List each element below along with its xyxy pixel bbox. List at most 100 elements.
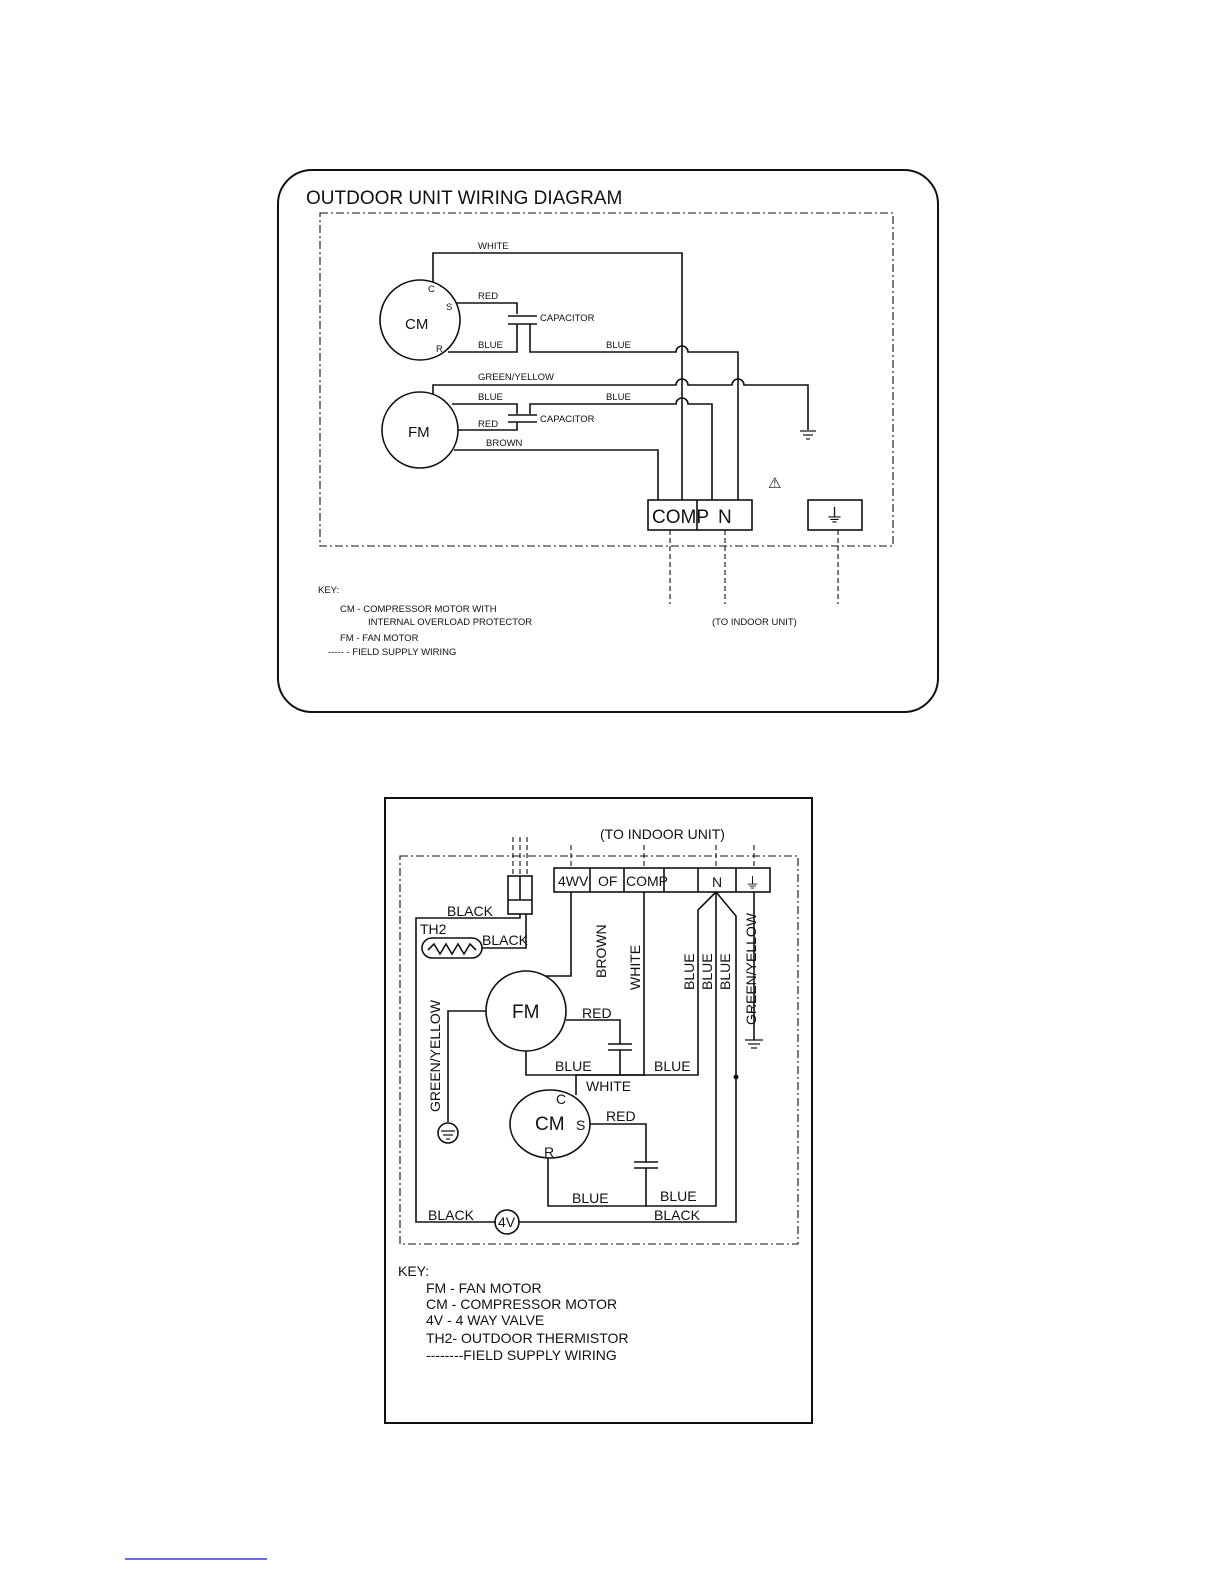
diagram2-unit-boundary bbox=[399, 855, 799, 1245]
diagram2-label-red1: RED bbox=[582, 1005, 612, 1021]
outdoor-unit-wiring-diagram-1: OUTDOOR UNIT WIRING DIAGRAM CM C S R WHI… bbox=[277, 169, 939, 713]
diagram2-thermistor-zigzag bbox=[427, 942, 477, 956]
diagram1-cm-s: S bbox=[446, 302, 452, 313]
diagram2-wire-blue3 bbox=[547, 1158, 646, 1207]
diagram1-unit-boundary bbox=[319, 212, 894, 547]
diagram1-capacitor1-label: CAPACITOR bbox=[540, 313, 595, 324]
diagram1-label-blue1: BLUE bbox=[478, 340, 503, 351]
diagram2-label-blue-v3: BLUE bbox=[717, 953, 733, 990]
diagram2-wire-blue-v1 bbox=[650, 891, 717, 1076]
diagram1-wire-brown bbox=[454, 449, 659, 500]
diagram2-key-heading: KEY: bbox=[398, 1263, 429, 1279]
diagram1-wire-green-yellow bbox=[432, 378, 809, 430]
diagram2-label-green-yellow-right: GREEN/YELLOW bbox=[743, 912, 759, 1025]
diagram2-label-blue4: BLUE bbox=[660, 1188, 697, 1204]
diagram2-label-red2: RED bbox=[606, 1108, 636, 1124]
diagram2-key-line4: TH2- OUTDOOR THERMISTOR bbox=[426, 1330, 629, 1346]
diagram2-label-black3: BLACK bbox=[428, 1207, 475, 1223]
diagram1-label-red1: RED bbox=[478, 291, 498, 302]
diagram1-key-line2: INTERNAL OVERLOAD PROTECTOR bbox=[368, 617, 532, 628]
diagram2-label-blue3: BLUE bbox=[572, 1190, 609, 1206]
diagram1-wire-blue1 bbox=[448, 324, 518, 353]
diagram1-key-line4: ----- - FIELD SUPPLY WIRING bbox=[328, 647, 456, 658]
diagram2-label-black4: BLACK bbox=[654, 1207, 701, 1223]
diagram2-wire-black1 bbox=[415, 914, 521, 1223]
diagram1-terminal-ground bbox=[807, 499, 863, 531]
diagram1-wire-red bbox=[456, 302, 518, 314]
diagram1-border bbox=[277, 169, 939, 713]
diagram2-label-black2: BLACK bbox=[482, 932, 529, 948]
diagram2-valve-label: 4V bbox=[498, 1214, 516, 1230]
diagram1-label-brown: BROWN bbox=[486, 438, 523, 449]
diagram2-wire-brown-lead bbox=[546, 892, 572, 977]
diagram2-label-white-h: WHITE bbox=[586, 1078, 631, 1094]
diagram1-key-heading: KEY: bbox=[318, 585, 339, 596]
diagram2-label-blue1: BLUE bbox=[555, 1058, 592, 1074]
diagram2-label-blue-v1: BLUE bbox=[681, 953, 697, 990]
diagram2-label-blue-v2: BLUE bbox=[699, 953, 715, 990]
diagram1-cm-c: C bbox=[428, 284, 435, 295]
diagram1-title: OUTDOOR UNIT WIRING DIAGRAM bbox=[306, 188, 622, 209]
diagram2-cm-c: C bbox=[556, 1091, 566, 1107]
diagram2-cm-label: CM bbox=[535, 1114, 565, 1135]
diagram2-label-green-yellow-left: GREEN/YELLOW bbox=[427, 999, 443, 1112]
diagram1-cm-label: CM bbox=[405, 316, 428, 333]
diagram2-label-blue2: BLUE bbox=[654, 1058, 691, 1074]
diagram1-terminal-block bbox=[647, 499, 753, 531]
diagram1-label-green-yellow: GREEN/YELLOW bbox=[478, 372, 554, 383]
diagram2-cm-r: R bbox=[544, 1144, 554, 1160]
diagram2-terminal-block bbox=[553, 867, 771, 893]
diagram2-wire-red1 bbox=[566, 1019, 621, 1044]
diagram2-wire-black2 bbox=[482, 914, 527, 949]
diagram1-terminal-comp: COMP bbox=[652, 507, 709, 528]
diagram1-to-indoor-label: (TO INDOOR UNIT) bbox=[712, 617, 797, 628]
diagram2-border bbox=[384, 797, 813, 1424]
diagram2-label-brown: BROWN bbox=[593, 924, 609, 978]
diagram1-key: KEY: CM - COMPRESSOR MOTOR WITH INTERNAL… bbox=[318, 585, 532, 658]
diagram1-label-blue3: BLUE bbox=[478, 392, 503, 403]
diagram1-label-white: WHITE bbox=[478, 241, 509, 252]
diagram2-wire-green-yellow-left bbox=[447, 1010, 486, 1122]
diagram1-key-line3: FM - FAN MOTOR bbox=[340, 633, 419, 644]
diagram2-terminal-4wv: 4WV bbox=[558, 873, 589, 889]
diagram1-label-blue2: BLUE bbox=[606, 340, 631, 351]
diagram2-wire-blue-v2 bbox=[658, 892, 717, 1207]
diagram2-four-way-valve bbox=[494, 1209, 520, 1235]
diagram1-key-line1: CM - COMPRESSOR MOTOR WITH bbox=[340, 604, 497, 615]
diagram1-wire-blue3 bbox=[452, 403, 518, 414]
diagram1-capacitor2-label: CAPACITOR bbox=[540, 414, 595, 425]
diagram2-key: KEY: FM - FAN MOTOR CM - COMPRESSOR MOTO… bbox=[398, 1263, 629, 1363]
diagram2-fm-label: FM bbox=[512, 1002, 539, 1023]
diagram2-key-line3: 4V - 4 WAY VALVE bbox=[426, 1312, 544, 1328]
diagram1-terminal-n: N bbox=[718, 507, 732, 528]
diagram2-wire-red2 bbox=[590, 1123, 647, 1162]
diagram1-wire-blue4 bbox=[529, 397, 713, 500]
diagram1-warning-icon: ⚠ bbox=[768, 475, 781, 492]
diagram2-wire-blue-v3 bbox=[518, 891, 737, 1223]
diagram1-wire-blue2 bbox=[529, 324, 739, 500]
diagram2-key-line5: --------FIELD SUPPLY WIRING bbox=[426, 1347, 617, 1363]
diagram2-terminal-n: N bbox=[712, 874, 722, 890]
diagram2-terminal-comp: COMP bbox=[626, 873, 668, 889]
diagram1-wire-red2 bbox=[458, 422, 518, 431]
diagram1-ground-terminal-icon: ⏚ bbox=[825, 506, 844, 527]
diagram1-label-red2: RED bbox=[478, 419, 498, 430]
diagram2-label-white-v: WHITE bbox=[627, 945, 643, 990]
diagram2-ground-icon-left bbox=[437, 1122, 459, 1144]
diagram2-terminal-of: OF bbox=[598, 873, 617, 889]
diagram2-label-black1: BLACK bbox=[447, 903, 494, 919]
diagram2-ground-icon-right bbox=[745, 1039, 763, 1049]
diagram1-fm-label: FM bbox=[408, 424, 430, 441]
diagram1-compressor-motor bbox=[379, 279, 461, 361]
diagram2-key-line2: CM - COMPRESSOR MOTOR bbox=[426, 1296, 617, 1312]
diagram2-cm-s: S bbox=[576, 1117, 585, 1133]
diagram1-wire-white bbox=[432, 252, 683, 500]
diagram1-label-blue4: BLUE bbox=[606, 392, 631, 403]
diagram1-ground-icon bbox=[800, 430, 816, 440]
outdoor-unit-wiring-diagram-2: (TO INDOOR UNIT) 4WV OF COMP N ⏚ BLACK T… bbox=[384, 797, 813, 1424]
diagram2-th2-label: TH2 bbox=[420, 921, 447, 937]
diagram1-cm-r: R bbox=[436, 344, 443, 355]
diagram2-ground-terminal-icon: ⏚ bbox=[745, 875, 760, 892]
diagram2-junction-dot bbox=[733, 1074, 739, 1080]
